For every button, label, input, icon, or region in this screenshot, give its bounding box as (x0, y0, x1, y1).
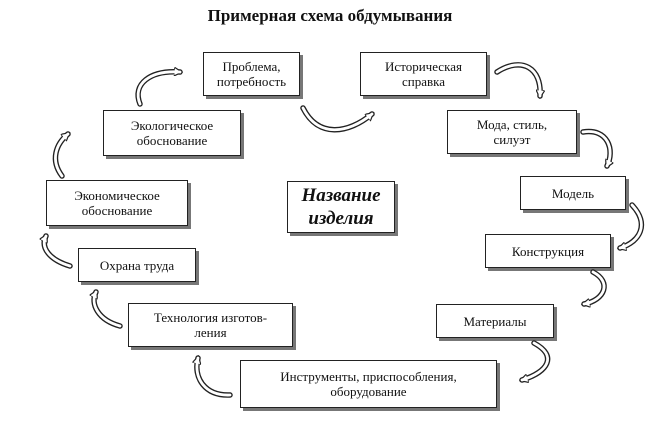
node-technology-label: Технология изготов- ления (153, 310, 268, 340)
node-fashion-label: Мода, стиль, силуэт (476, 117, 548, 147)
diagram-title: Примерная схема обдумывания (207, 6, 453, 25)
node-product-name-label: Название изделия (301, 185, 381, 229)
node-ecological: Экологическое обоснование (103, 110, 241, 156)
node-materials: Материалы (436, 304, 554, 338)
node-fashion: Мода, стиль, силуэт (447, 110, 577, 154)
node-materials-label: Материалы (463, 313, 527, 329)
arrow-tools-technology (197, 358, 233, 398)
node-economic-label: Экономическое обоснование (74, 188, 160, 218)
node-economic: Экономическое обоснование (46, 180, 188, 226)
node-problem-label: Проблема, потребность (216, 59, 287, 89)
node-history-label: Историческая справка (385, 59, 462, 89)
node-tools: Инструменты, приспособления, оборудовани… (240, 360, 497, 408)
node-technology: Технология изготов- ления (128, 303, 293, 347)
arrow-problem-history (300, 105, 375, 133)
node-safety-label: Охрана труда (99, 257, 175, 273)
node-ecological-label: Экологическое обоснование (130, 118, 214, 148)
node-product-name: Название изделия (287, 181, 395, 233)
node-model: Модель (520, 176, 626, 210)
node-model-label: Модель (551, 185, 595, 201)
node-construction: Конструкция (485, 234, 611, 268)
node-problem: Проблема, потребность (203, 52, 300, 96)
node-tools-label: Инструменты, приспособления, оборудовани… (280, 369, 457, 399)
node-history: Историческая справка (360, 52, 487, 96)
node-safety: Охрана труда (78, 248, 196, 282)
arrow-fashion-model (580, 128, 610, 166)
node-construction-label: Конструкция (511, 243, 585, 259)
arrow-ecological-problem (135, 72, 180, 107)
